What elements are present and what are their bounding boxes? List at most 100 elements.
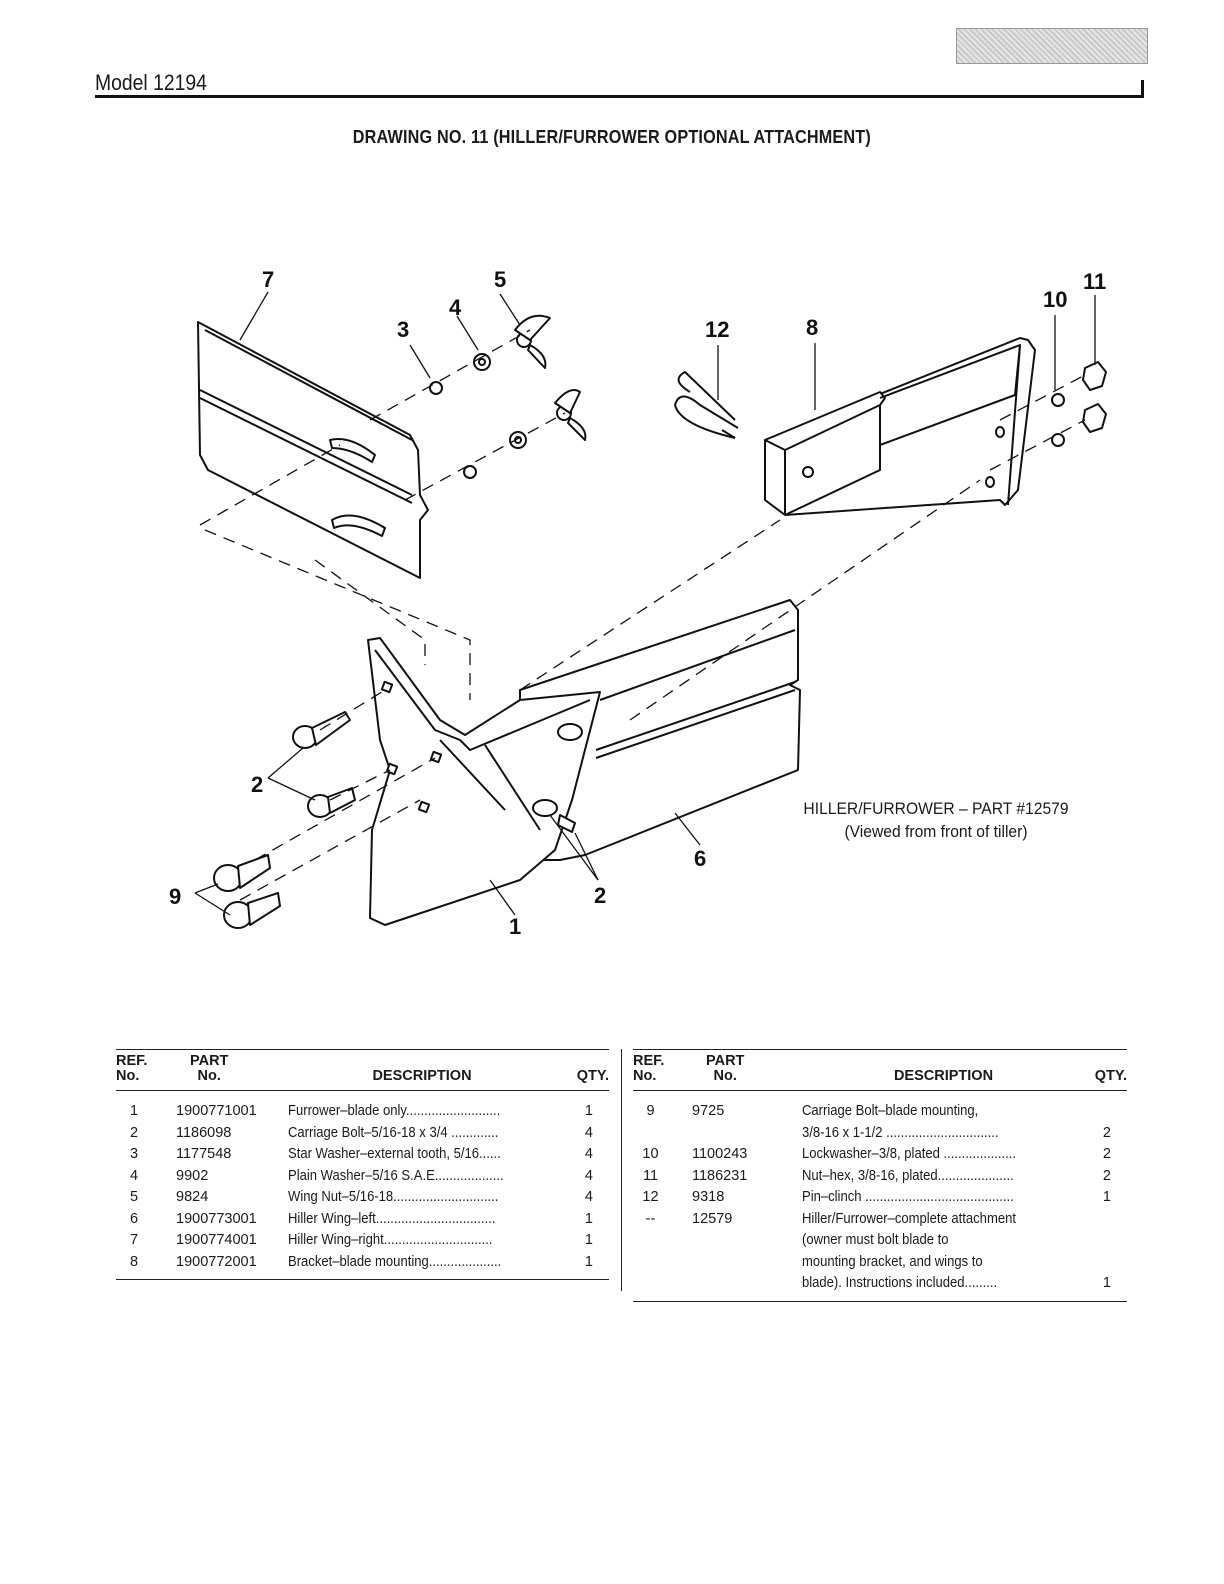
table-row: 11 1186231 Nut–hex, 3/8-16, plated........… — [633, 1166, 1127, 1188]
cell-description: Plain Washer–5/16 S.A.E.................… — [288, 1167, 504, 1184]
cell-ref: 5 — [129, 1189, 139, 1205]
table-row: 7 1900774001 Hiller Wing–right............… — [116, 1230, 609, 1252]
header-description: DESCRIPTION — [372, 1068, 472, 1084]
cell-part-no: 9824 — [176, 1189, 209, 1205]
callout-2-holes: 2 — [594, 883, 606, 908]
header-qty: QTY. — [1094, 1068, 1127, 1084]
callout-7: 7 — [262, 267, 274, 292]
table-row: blade). Instructions included......... 1 — [633, 1273, 1127, 1301]
header-ref: REF. No. — [116, 1053, 148, 1084]
cell-description: Furrower–blade only.....................… — [288, 1103, 501, 1119]
cell-ref — [633, 1123, 668, 1145]
cell-qty: 2 — [1102, 1167, 1111, 1184]
table-row: 3/8-16 x 1-1/2 .........................… — [633, 1123, 1127, 1145]
cell-ref: 2 — [129, 1124, 139, 1141]
cell-ref — [633, 1230, 668, 1252]
cell-part-no: 1177548 — [176, 1146, 232, 1162]
table-row: 2 1186098 Carriage Bolt–5/16-18 x 3/4 ....… — [116, 1123, 609, 1145]
cell-ref: 9 — [646, 1103, 655, 1119]
header-part: PART No. — [706, 1053, 745, 1084]
cell-ref: 7 — [129, 1232, 139, 1248]
cell-qty: 1 — [1102, 1189, 1111, 1205]
cell-qty: 1 — [1102, 1275, 1111, 1291]
table-row: mounting bracket, and wings to — [633, 1252, 1127, 1274]
cell-part-no: 9318 — [692, 1189, 725, 1205]
caption-line-2: (Viewed from front of tiller) — [844, 822, 1028, 841]
cell-qty: 1 — [584, 1210, 593, 1227]
drawing-title: DRAWING NO. 11 (HILLER/FURROWER OPTIONAL… — [352, 127, 872, 147]
caption-line-1: HILLER/FURROWER – PART #12579 — [803, 799, 1069, 818]
cell-description: Pin–clinch .............................… — [802, 1189, 1014, 1205]
cell-part-no: 1900774001 — [176, 1232, 257, 1248]
cell-part-no: 1186098 — [176, 1124, 232, 1141]
header-rule — [95, 95, 1144, 98]
table-header-row: REF. No. PART No. DESCRIPTION QTY. — [633, 1049, 1127, 1091]
cell-qty: 4 — [584, 1124, 593, 1141]
parts-table-right: REF. No. PART No. DESCRIPTION QTY. 9 9725… — [633, 1049, 1127, 1302]
cell-description: blade). Instructions included......... — [802, 1275, 998, 1291]
table-row: (owner must bolt blade to — [633, 1230, 1127, 1252]
cell-description: mounting bracket, and wings to — [802, 1253, 983, 1270]
cell-part-no: 9725 — [692, 1103, 725, 1119]
cell-ref: 8 — [129, 1253, 139, 1270]
table-row: 9 9725 Carriage Bolt–blade mounting, — [633, 1091, 1127, 1123]
cell-description: Hiller Wing–right.......................… — [288, 1232, 493, 1248]
header-qty: QTY. — [576, 1068, 609, 1084]
page-tab-marker — [956, 28, 1148, 64]
header-description: DESCRIPTION — [893, 1068, 994, 1084]
cell-part-no — [668, 1252, 802, 1274]
cell-description: Bracket–blade mounting..................… — [288, 1253, 502, 1270]
cell-ref: 10 — [642, 1146, 659, 1162]
cell-qty — [1085, 1252, 1127, 1274]
cell-ref: 12 — [642, 1189, 659, 1205]
table-column-divider — [621, 1049, 622, 1291]
furrower-blade-part — [367, 637, 601, 926]
model-number: Model 12194 — [95, 70, 207, 95]
cell-ref — [633, 1273, 668, 1301]
bracket-blade-mounting-part — [764, 337, 1036, 516]
cell-part-no — [668, 1230, 802, 1252]
cell-qty — [1085, 1091, 1127, 1123]
cell-qty: 2 — [1102, 1146, 1111, 1162]
callout-6: 6 — [694, 846, 706, 871]
cell-qty: 2 — [1102, 1124, 1111, 1141]
callout-4: 4 — [449, 295, 462, 320]
cell-qty: 1 — [584, 1253, 593, 1270]
cell-part-no: 1186231 — [692, 1167, 748, 1184]
cell-ref: 6 — [129, 1210, 139, 1227]
carriage-bolts-part — [213, 711, 356, 929]
diagram-caption: HILLER/FURROWER – PART #12579 (Viewed fr… — [776, 797, 1096, 843]
washers-and-nuts-part — [429, 314, 1107, 479]
callout-12: 12 — [705, 317, 729, 342]
cell-description: Hiller/Furrower–complete attachment — [802, 1210, 1016, 1227]
cell-ref: 11 — [642, 1167, 659, 1184]
cell-ref: 1 — [129, 1103, 139, 1119]
header-rule-tick — [1141, 80, 1144, 97]
cell-description: (owner must bolt blade to — [802, 1232, 949, 1248]
header-ref: REF. No. — [633, 1053, 665, 1084]
callout-5: 5 — [494, 267, 506, 292]
cell-description: Carriage Bolt–5/16-18 x 3/4 ............… — [288, 1124, 499, 1141]
callout-2-bolts: 2 — [251, 772, 263, 797]
cell-part-no — [668, 1123, 802, 1145]
callout-9: 9 — [169, 884, 181, 909]
cell-qty: 1 — [584, 1103, 593, 1119]
cell-part-no — [668, 1273, 802, 1301]
cell-qty — [1085, 1209, 1127, 1231]
cell-part-no: 1900773001 — [176, 1210, 257, 1227]
callout-8: 8 — [806, 315, 818, 340]
cell-description: Nut–hex, 3/8-16, plated.................… — [802, 1167, 1014, 1184]
cell-qty: 4 — [584, 1189, 593, 1205]
pin-clinch-part — [674, 371, 739, 439]
cell-part-no: 1900771001 — [176, 1103, 257, 1119]
cell-description: Lockwasher–3/8, plated .................… — [802, 1146, 1016, 1162]
exploded-parts-diagram: 7 5 4 3 12 8 10 11 2 9 6 2 1 — [169, 267, 1107, 939]
cell-description: Carriage Bolt–blade mounting, — [802, 1103, 979, 1119]
callout-11: 11 — [1083, 269, 1106, 294]
